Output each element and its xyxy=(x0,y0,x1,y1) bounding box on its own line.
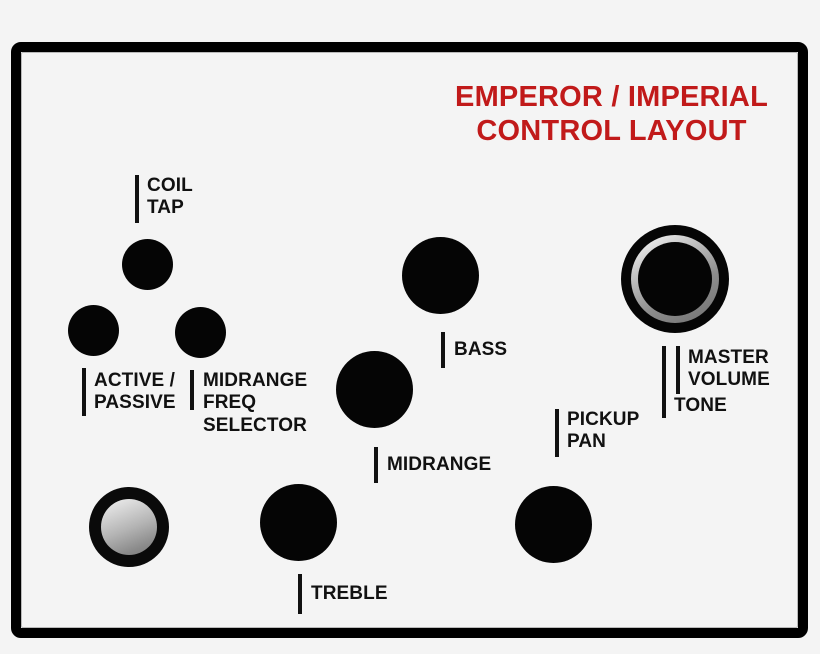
coil-tap-tick xyxy=(135,175,139,223)
midrange-freq-selector-label: MIDRANGE FREQ SELECTOR xyxy=(203,370,308,436)
tone-label: TONE xyxy=(674,395,727,416)
active-passive-tick xyxy=(82,368,86,416)
title-line-1: EMPEROR / IMPERIAL xyxy=(455,81,768,113)
active-passive-knob[interactable] xyxy=(68,305,119,356)
pickup-pan-label: PICKUP PAN xyxy=(567,409,640,453)
midrange-label: MIDRANGE xyxy=(387,454,492,475)
output-jack-face xyxy=(101,499,157,555)
output-jack[interactable] xyxy=(89,487,169,567)
master-volume-tick xyxy=(676,346,680,394)
bass-tick xyxy=(441,332,445,368)
title-line-2: CONTROL LAYOUT xyxy=(476,115,747,148)
pickup-pan-tick xyxy=(555,409,559,457)
coil-tap-knob[interactable] xyxy=(122,239,173,290)
control-cavity-panel: EMPEROR / IMPERIAL CONTROL LAYOUT COIL T… xyxy=(11,42,808,638)
coil-tap-label: COIL TAP xyxy=(147,175,193,219)
stacked-knob-grey-ring xyxy=(630,234,720,324)
midrange-freq-selector-knob[interactable] xyxy=(175,307,226,358)
pickup-pan-knob[interactable] xyxy=(515,486,592,563)
midrange-freq-selector-tick xyxy=(190,370,194,410)
treble-knob[interactable] xyxy=(260,484,337,561)
master-volume-tone-stacked-knob[interactable] xyxy=(621,225,729,333)
midrange-tick xyxy=(374,447,378,483)
page-title: EMPEROR / IMPERIAL CONTROL LAYOUT xyxy=(455,80,768,148)
bass-knob[interactable] xyxy=(402,237,479,314)
treble-tick xyxy=(298,574,302,614)
bass-label: BASS xyxy=(454,339,508,360)
midrange-knob[interactable] xyxy=(336,351,413,428)
active-passive-label: ACTIVE / PASSIVE xyxy=(94,370,176,414)
treble-label: TREBLE xyxy=(311,583,388,604)
tone-tick xyxy=(662,346,666,418)
master-volume-label: MASTER VOLUME xyxy=(688,347,770,391)
stacked-knob-cap xyxy=(637,241,713,317)
